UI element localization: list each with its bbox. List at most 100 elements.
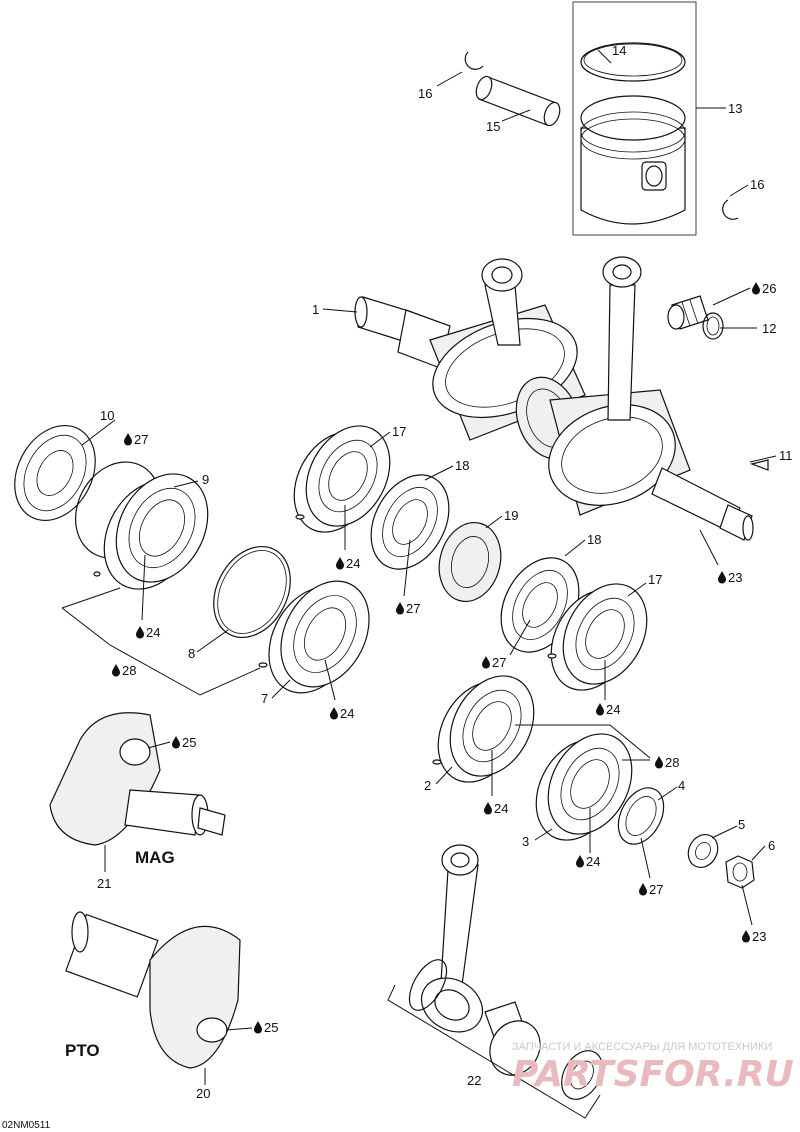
lube-27b: 27 (406, 601, 420, 616)
callout-12: 12 (762, 321, 776, 336)
piston-13 (580, 95, 686, 225)
oil-drop-icon (172, 736, 180, 749)
lube-24f: 24 (586, 854, 600, 869)
lube-28a: 28 (122, 663, 136, 678)
ring-8 (213, 545, 291, 639)
callout-9: 9 (202, 472, 209, 487)
ball-bearing-17-bottom (550, 583, 648, 691)
ball-bearing-7 (268, 580, 370, 694)
oil-drop-icon (396, 602, 404, 615)
pin-left (93, 571, 101, 577)
callout-11: 11 (779, 448, 793, 463)
callout-13: 13 (728, 101, 742, 116)
lube-25b: 25 (264, 1020, 278, 1035)
crankshaft-assembly-1 (354, 256, 754, 541)
ring-12 (702, 312, 724, 340)
lube-28b: 28 (665, 755, 679, 770)
lube-27c: 27 (492, 655, 506, 670)
callout-16-top: 16 (418, 86, 432, 101)
woodruff-key-11 (749, 459, 769, 471)
callout-1: 1 (312, 302, 319, 317)
callout-4: 4 (678, 778, 685, 793)
ball-bearing-9 (103, 473, 209, 590)
oil-drop-icon (596, 703, 604, 716)
oil-drop-icon (752, 282, 760, 295)
oil-drop-icon (718, 571, 726, 584)
callout-6: 6 (768, 838, 775, 853)
callout-2: 2 (424, 778, 431, 793)
washer-5 (687, 834, 719, 868)
connecting-rod-22 (408, 844, 603, 1100)
piston-pin-15 (475, 75, 561, 127)
lube-24b: 24 (346, 556, 360, 571)
oil-drop-icon (330, 707, 338, 720)
callout-22: 22 (467, 1073, 481, 1088)
lube-24d: 24 (606, 702, 620, 717)
ball-bearing-17-top (293, 425, 391, 533)
callout-17-bottom: 17 (648, 572, 662, 587)
callout-21: 21 (97, 876, 111, 891)
oil-drop-icon (655, 756, 663, 769)
seal-4 (617, 787, 665, 845)
callout-14: 14 (612, 43, 626, 58)
oil-drop-icon (336, 557, 344, 570)
oil-drop-icon (136, 626, 144, 639)
oil-drop-icon (254, 1021, 262, 1034)
leader-lines (61, 49, 777, 1085)
circlip-16-right (722, 199, 739, 220)
gear-19 (438, 521, 502, 603)
callout-20: 20 (196, 1086, 210, 1101)
callout-numbers: 1 2 3 4 5 6 7 8 9 10 11 12 13 14 15 16 1… (97, 43, 793, 1101)
oil-drop-icon (484, 802, 492, 815)
lube-24a: 24 (146, 625, 160, 640)
callout-16-right: 16 (750, 177, 764, 192)
oil-drop-icon (576, 855, 584, 868)
circlip-16-top (464, 51, 484, 70)
label-mag: MAG (135, 848, 175, 867)
oil-drop-icon (112, 664, 120, 677)
callout-3: 3 (522, 834, 529, 849)
lube-25a: 25 (182, 735, 196, 750)
pin-2 (432, 759, 442, 765)
watermark-tagline: ЗАПЧАСТИ И АКСЕССУАРЫ ДЛЯ МОТОТЕХНИКИ (512, 1041, 772, 1053)
lube-27d: 27 (649, 882, 663, 897)
oil-drop-icon (639, 883, 647, 896)
callout-5: 5 (738, 817, 745, 832)
label-pto: PTO (65, 1041, 100, 1060)
nut-6 (725, 855, 755, 889)
lube-27a: 27 (134, 432, 148, 447)
pin-7 (258, 662, 268, 668)
callout-15: 15 (486, 119, 500, 134)
oil-drop-icon (742, 930, 750, 943)
watermark: ЗАПЧАСТИ И АКСЕССУАРЫ ДЛЯ МОТОТЕХНИКИ PA… (512, 1041, 794, 1095)
watermark-brand: PARTSFOR.RU (512, 1054, 794, 1095)
oil-drop-icon (124, 433, 132, 446)
callout-8: 8 (188, 646, 195, 661)
ball-bearing-3 (535, 733, 633, 841)
needle-bearing-26 (667, 295, 709, 330)
lube-23a: 23 (728, 570, 742, 585)
seal-18-top (370, 474, 450, 570)
reference-code: 02NM0511 (2, 1120, 51, 1131)
lube-26: 26 (762, 281, 776, 296)
callout-18-top: 18 (455, 458, 469, 473)
piston-kit-box (572, 1, 697, 236)
oil-drop-icon (482, 656, 490, 669)
lube-24e: 24 (494, 801, 508, 816)
pin-17 (295, 514, 305, 520)
crank-half-pto-20 (65, 911, 241, 1069)
lubrication-callouts: 23 23 24 24 24 24 24 24 25 25 26 27 27 2… (112, 281, 776, 1035)
callout-10: 10 (100, 408, 114, 423)
ball-bearing-2 (437, 675, 535, 783)
pin-17b (547, 653, 557, 659)
crank-half-mag-21 (49, 712, 226, 846)
lube-24c: 24 (340, 706, 354, 721)
piston-ring-14 (580, 42, 686, 82)
callout-7: 7 (261, 691, 268, 706)
callout-17-top: 17 (392, 424, 406, 439)
callout-19: 19 (504, 508, 518, 523)
lube-23b: 23 (752, 929, 766, 944)
oil-seal-10 (14, 424, 96, 522)
callout-18-bottom: 18 (587, 532, 601, 547)
